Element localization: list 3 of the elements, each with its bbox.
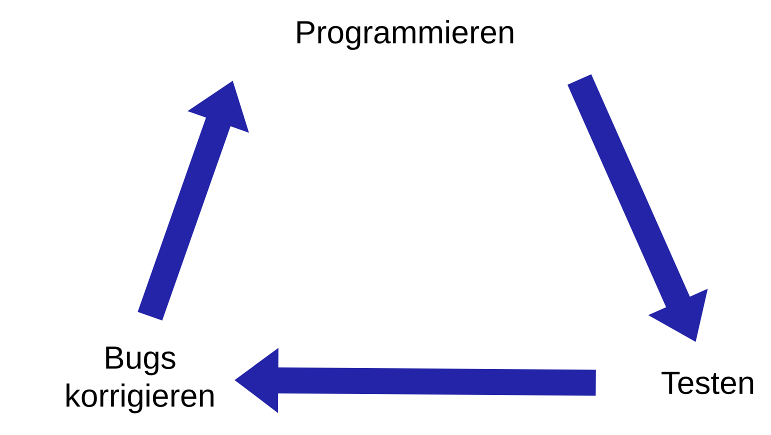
step-label: Programmieren: [297, 20, 514, 50]
step-label: Bugs korrigieren: [66, 346, 214, 414]
step-label: Testen: [662, 372, 754, 394]
